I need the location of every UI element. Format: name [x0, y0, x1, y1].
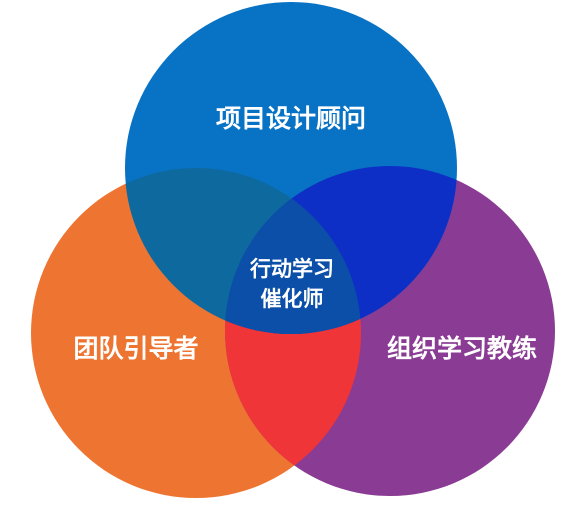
top-circle-label: 项目设计顾问 — [216, 104, 366, 133]
center-label-line1: 行动学习 — [249, 257, 334, 281]
overlap-center — [225, 168, 361, 334]
left-circle-label: 团队引导者 — [73, 334, 198, 363]
center-label-line2: 催化师 — [261, 287, 324, 311]
right-circle-label: 组织学习教练 — [387, 334, 537, 363]
